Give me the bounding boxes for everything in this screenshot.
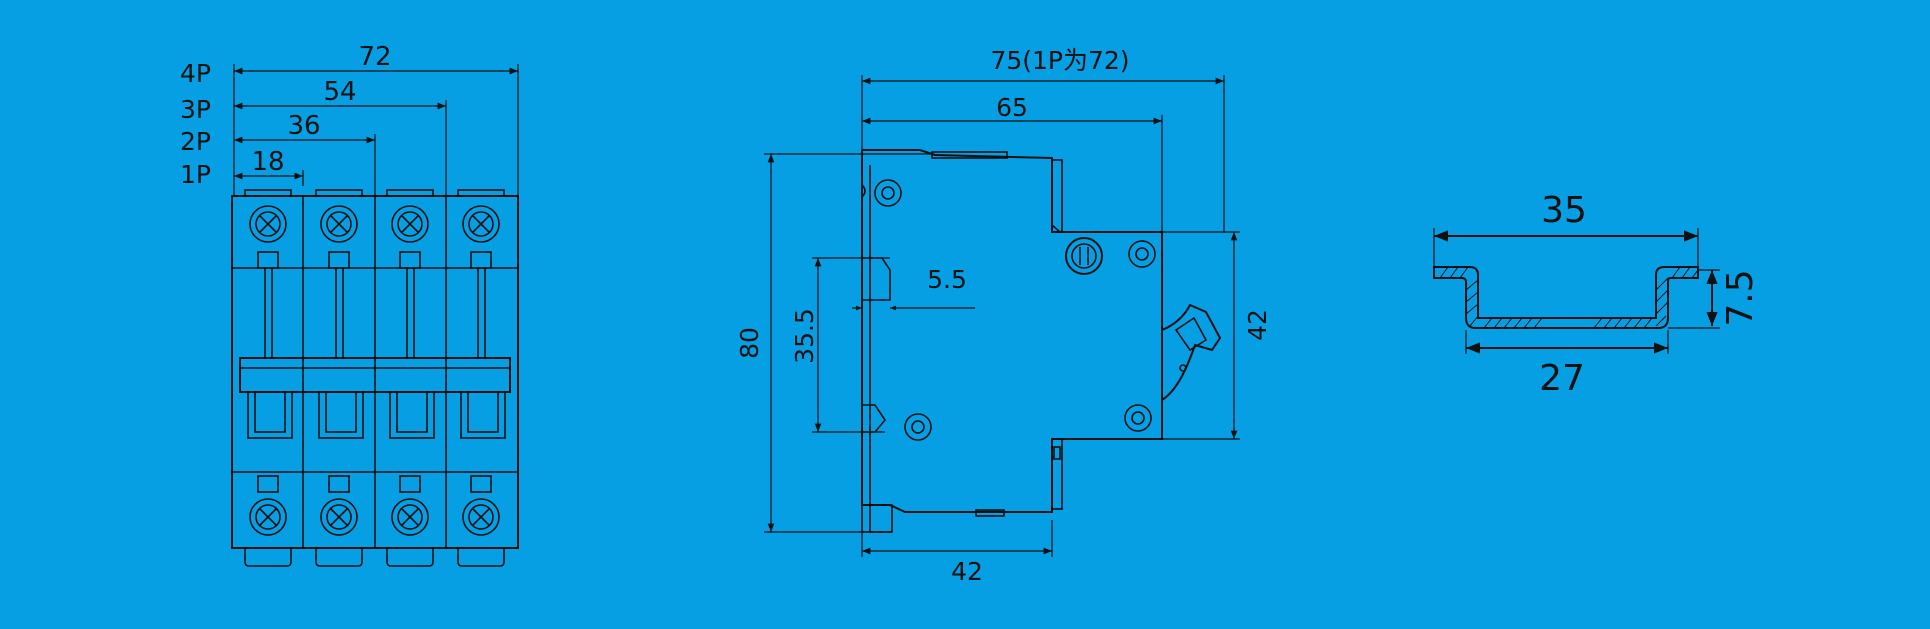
pole-label-2p: 2P	[180, 127, 211, 156]
breaker-body-side	[861, 149, 1163, 513]
screw-icon	[391, 205, 429, 243]
pole-label-4p: 4P	[180, 59, 211, 88]
handle-tie-bar	[239, 357, 511, 393]
width-label-18: 18	[251, 147, 284, 177]
dim-label-80: 80	[735, 327, 764, 359]
screw-icon	[1124, 404, 1152, 432]
din-rail-profile: 35	[1433, 190, 1761, 399]
adjust-knob-icon	[1065, 237, 1103, 275]
front-view: 4P 3P 2P 1P 72 54 36 18	[180, 42, 519, 567]
screw-icon	[320, 498, 358, 536]
screw-icon	[462, 498, 500, 536]
screw-icon	[904, 413, 932, 441]
dim-label-5-5: 5.5	[927, 265, 967, 294]
screw-icon	[462, 205, 500, 243]
screw-icon	[391, 498, 429, 536]
dim-label-42-right: 42	[1243, 309, 1272, 341]
width-label-54: 54	[323, 77, 356, 107]
screw-icon	[320, 205, 358, 243]
screw-icon	[249, 498, 287, 536]
screw-icon	[874, 179, 902, 207]
din-rail-shape	[1433, 266, 1699, 329]
dim-label-27: 27	[1539, 358, 1585, 399]
screw-icon	[249, 205, 287, 243]
screw-icon	[1128, 240, 1156, 268]
dim-label-65: 65	[996, 93, 1028, 122]
dim-label-75: 75(1P为72)	[990, 46, 1129, 75]
pole-label-1p: 1P	[180, 160, 211, 189]
width-label-72: 72	[358, 42, 391, 72]
pole-label-3p: 3P	[180, 95, 211, 124]
rail-hatch	[1439, 266, 1699, 329]
side-view: 75(1P为72) 65 80 35.5 5.5 42 42	[735, 46, 1272, 586]
dim-label-7-5: 7.5	[1720, 269, 1761, 326]
width-label-36: 36	[287, 111, 320, 141]
dim-label-42-bottom: 42	[951, 557, 983, 586]
dim-label-35-5: 35.5	[790, 308, 819, 364]
handle-side	[1161, 303, 1222, 401]
dim-label-35: 35	[1541, 190, 1587, 231]
